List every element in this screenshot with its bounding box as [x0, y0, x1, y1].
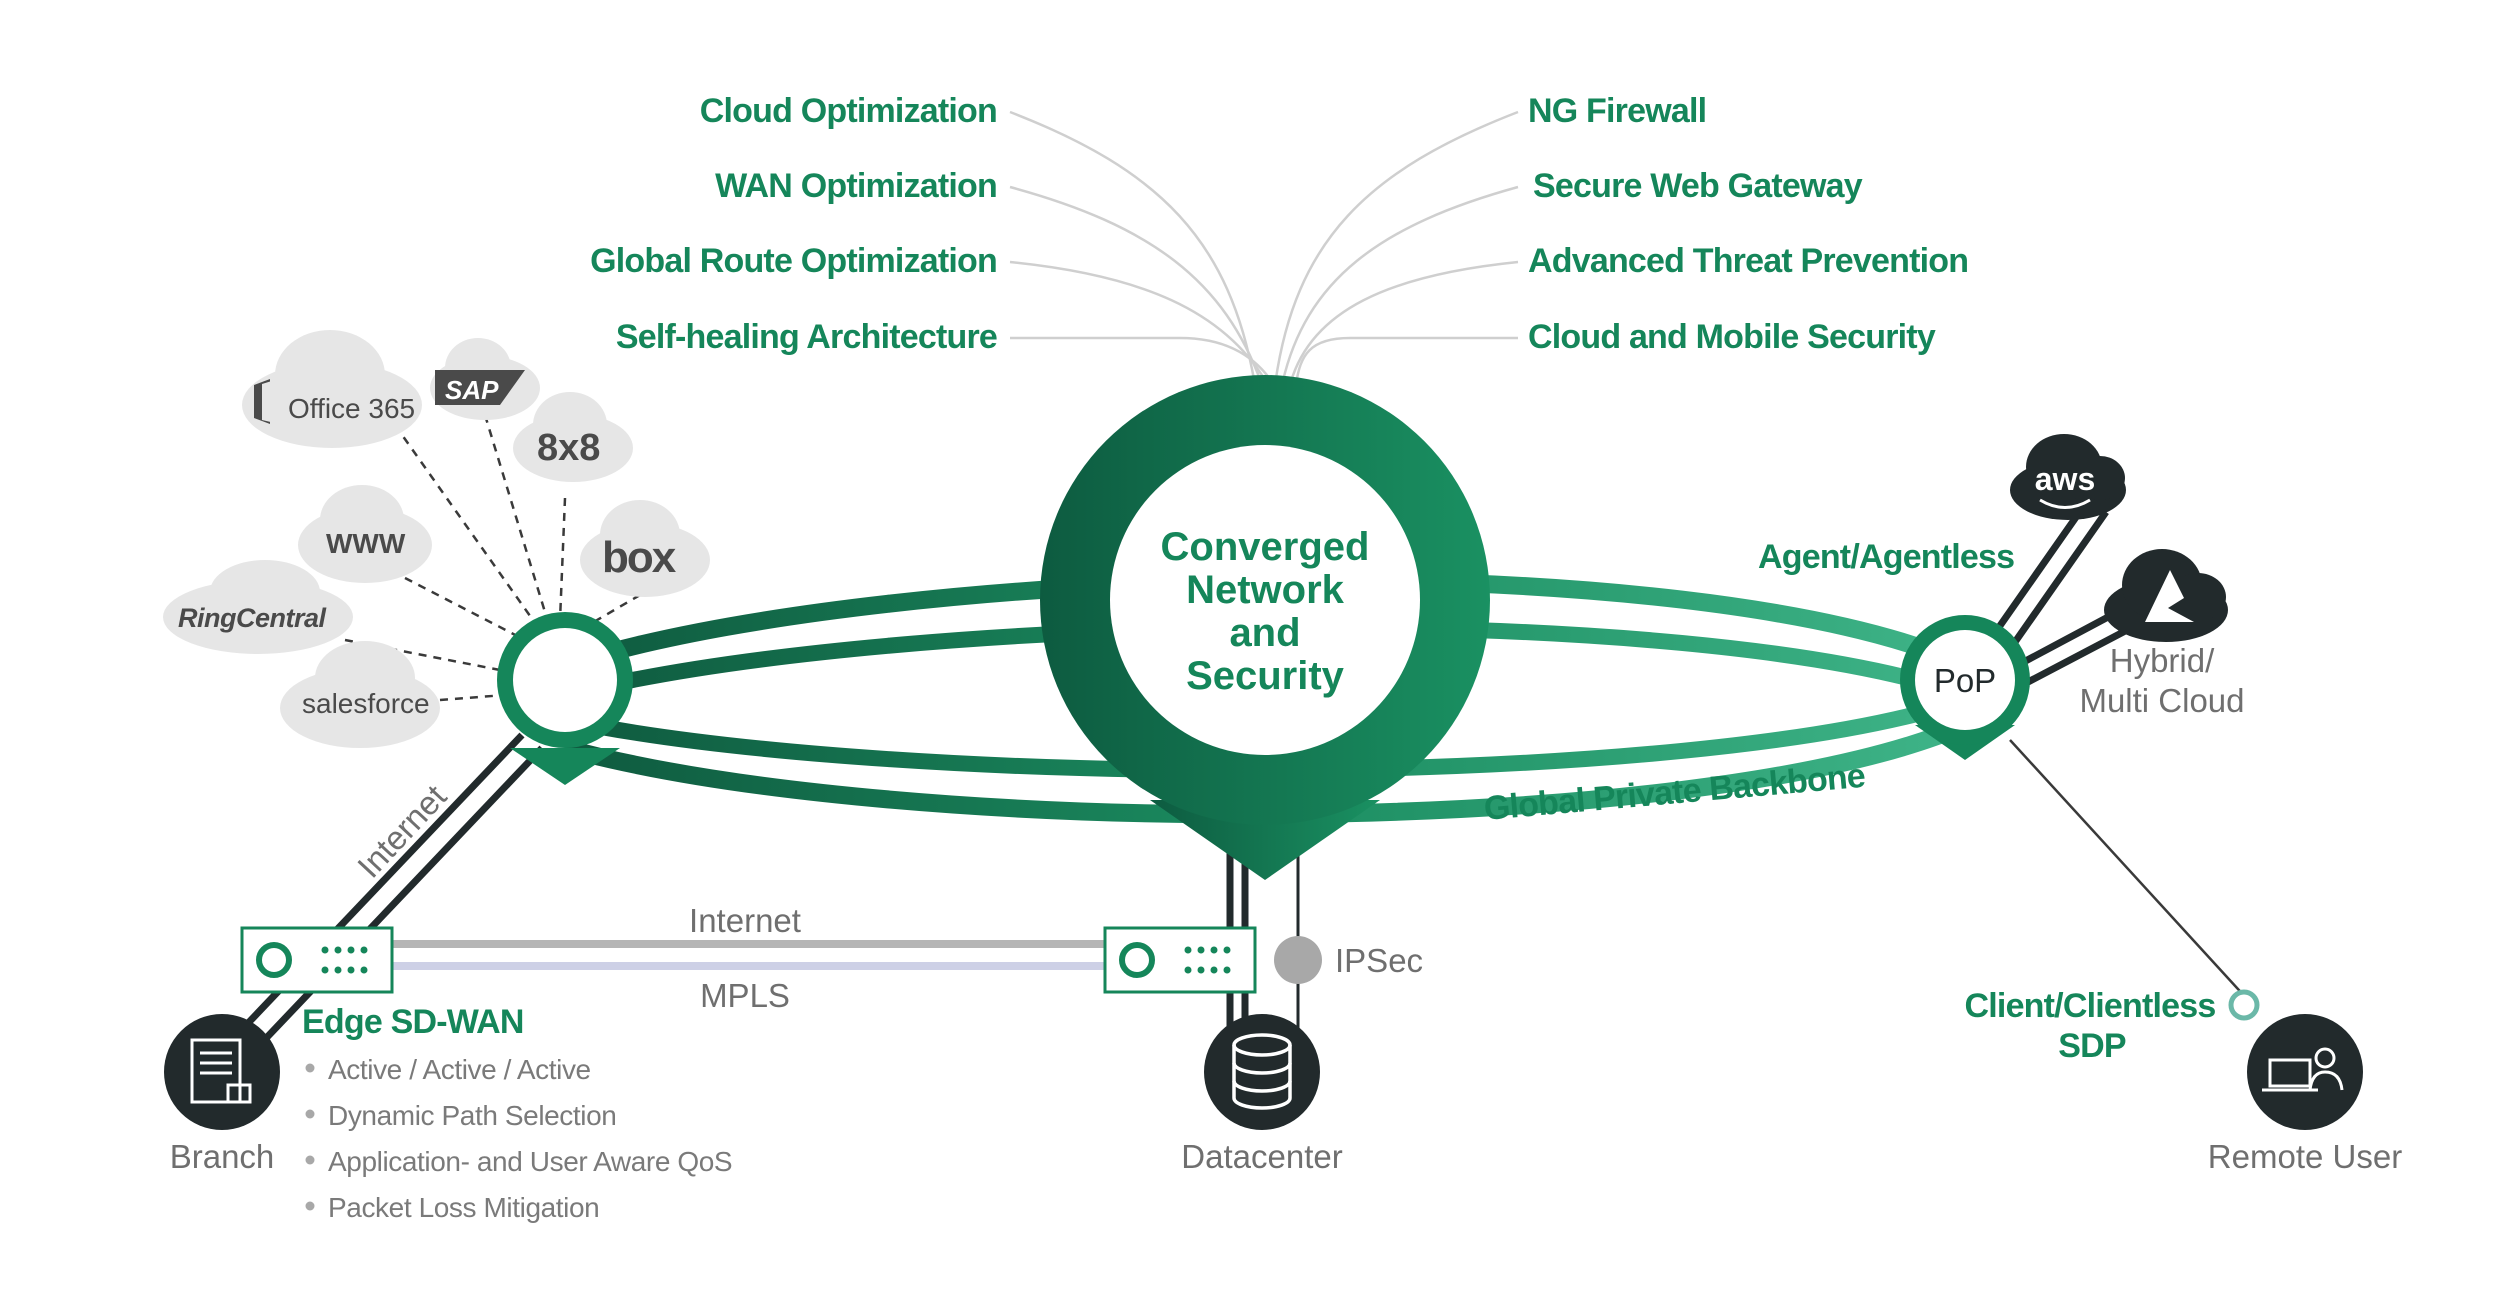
cloud-aws: aws	[2010, 434, 2126, 520]
branch-label: Branch	[170, 1138, 275, 1175]
sdp-link	[2009, 739, 2249, 1001]
cloud-8x8: 8x8	[513, 392, 633, 482]
cloud-box: box	[580, 500, 710, 597]
pop-node: PoP	[1900, 615, 2030, 760]
wan-links	[390, 940, 1110, 970]
ipsec-dot	[1274, 936, 1322, 984]
cloud-azure	[2104, 549, 2228, 642]
sdp-marker	[2228, 989, 2260, 1021]
feature-connectors	[1009, 110, 1519, 386]
hub-label-line1: Converged	[1161, 525, 1370, 569]
feature-cloud-mobile-security: Cloud and Mobile Security	[1528, 318, 1936, 356]
remote-user-node	[2247, 1014, 2363, 1130]
feature-global-route-optimization: Global Route Optimization	[590, 242, 997, 280]
building-icon	[190, 1038, 252, 1104]
feature-advanced-threat-prevention: Advanced Threat Prevention	[1528, 242, 1968, 280]
remote-user-label: Remote User	[2208, 1138, 2402, 1175]
edge-feature-3: Application- and User Aware QoS	[328, 1146, 732, 1177]
internet-diagonal-label: Internet	[350, 778, 453, 885]
cloud-label-box: box	[602, 533, 677, 582]
cloud-salesforce: salesforce	[280, 641, 440, 748]
hybrid-label-line2: Multi Cloud	[2079, 682, 2244, 719]
aws-smile-icon	[2039, 498, 2091, 509]
edge-device-datacenter	[1103, 926, 1257, 994]
hub-label-line2: Network	[1186, 568, 1345, 612]
cloud-label-sap: SAP	[445, 375, 499, 405]
edge-sdwan-title: Edge SD-WAN	[302, 1003, 524, 1041]
features-right: NG Firewall Secure Web Gateway Advanced …	[1528, 92, 1969, 356]
cloud-ringcentral: RingCentral	[163, 560, 353, 654]
edge-device-branch	[240, 926, 394, 994]
feature-self-healing: Self-healing Architecture	[616, 318, 997, 356]
branch-node	[164, 1014, 280, 1130]
aws-label: aws	[2035, 461, 2095, 497]
feature-secure-web-gateway: Secure Web Gateway	[1533, 167, 1863, 205]
cloud-label-www: WWW	[326, 528, 406, 559]
edge-node	[497, 612, 633, 785]
datacenter-node	[1204, 1014, 1320, 1130]
cloud-www: WWW	[298, 485, 432, 583]
cloud-label-ringcentral: RingCentral	[178, 603, 327, 633]
edge-feature-list: Active / Active / Active Dynamic Path Se…	[305, 1054, 733, 1223]
client-label-line2: SDP	[2058, 1027, 2126, 1065]
cloud-sap: SAP	[430, 338, 540, 420]
agent-agentless-label: Agent/Agentless	[1758, 538, 2014, 576]
saas-connectors	[344, 414, 641, 702]
edge-feature-1: Active / Active / Active	[328, 1054, 591, 1085]
hybrid-label-line1: Hybrid/	[2110, 642, 2215, 679]
datacenter-label: Datacenter	[1181, 1138, 1342, 1175]
feature-cloud-optimization: Cloud Optimization	[700, 92, 997, 130]
pop-label: PoP	[1934, 662, 1996, 699]
mpls-link-label: MPLS	[700, 977, 790, 1014]
edge-feature-4: Packet Loss Mitigation	[328, 1192, 599, 1223]
client-label-line1: Client/Clientless	[1965, 987, 2216, 1025]
cloud-office365: Office 365	[242, 330, 422, 448]
features-left: Cloud Optimization WAN Optimization Glob…	[590, 92, 998, 356]
edge-feature-2: Dynamic Path Selection	[328, 1100, 616, 1131]
hub-node: Converged Network and Security	[1040, 375, 1490, 880]
cloud-label-salesforce: salesforce	[302, 688, 430, 719]
feature-wan-optimization: WAN Optimization	[715, 167, 997, 205]
ipsec-label: IPSec	[1335, 942, 1423, 979]
feature-ng-firewall: NG Firewall	[1528, 92, 1706, 130]
hub-label-line3: and	[1229, 611, 1300, 655]
azure-icon	[2145, 570, 2194, 622]
laptop-user-icon	[2262, 1047, 2344, 1092]
internet-link-label: Internet	[689, 902, 801, 939]
cloud-label-office365: Office 365	[288, 393, 415, 424]
cloud-label-8x8: 8x8	[537, 427, 600, 469]
database-icon	[1232, 1033, 1292, 1110]
office-icon	[254, 379, 275, 424]
hub-label-line4: Security	[1186, 654, 1345, 698]
